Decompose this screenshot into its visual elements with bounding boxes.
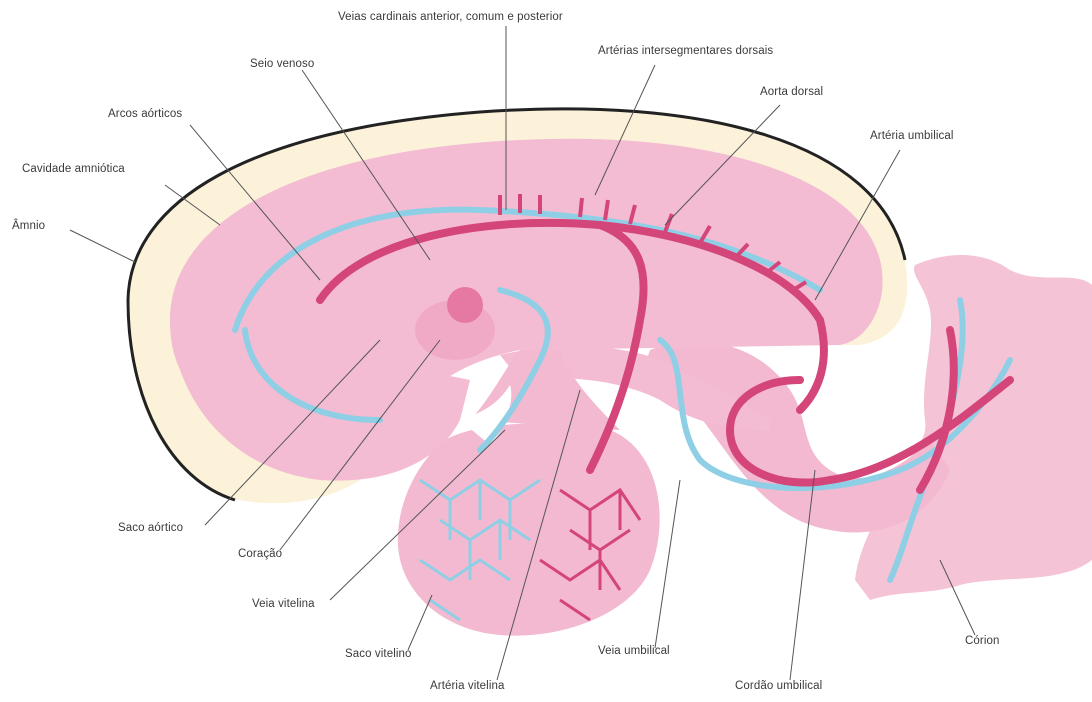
label-corion: Córion	[965, 635, 999, 647]
label-cordao-umbilical: Cordão umbilical	[735, 680, 822, 692]
label-arcos-aorticos: Arcos aórticos	[108, 108, 182, 120]
label-amnio: Âmnio	[12, 220, 45, 232]
label-arteria-umbilical: Artéria umbilical	[870, 130, 954, 142]
label-seio-venoso: Seio venoso	[250, 58, 314, 70]
label-cavidade-amniotica: Cavidade amniótica	[22, 163, 125, 175]
label-veia-vitelina: Veia vitelina	[252, 598, 315, 610]
label-veias-cardinais: Veias cardinais anterior, comum e poster…	[338, 11, 563, 23]
label-arterias-intersegmentares: Artérias intersegmentares dorsais	[598, 45, 773, 57]
label-saco-vitelino: Saco vitelino	[345, 648, 412, 660]
label-arteria-vitelina: Artéria vitelina	[430, 680, 504, 692]
label-veia-umbilical: Veia umbilical	[598, 645, 670, 657]
label-aorta-dorsal: Aorta dorsal	[760, 86, 823, 98]
label-coracao: Coração	[238, 548, 282, 560]
label-saco-aortico: Saco aórtico	[118, 522, 183, 534]
